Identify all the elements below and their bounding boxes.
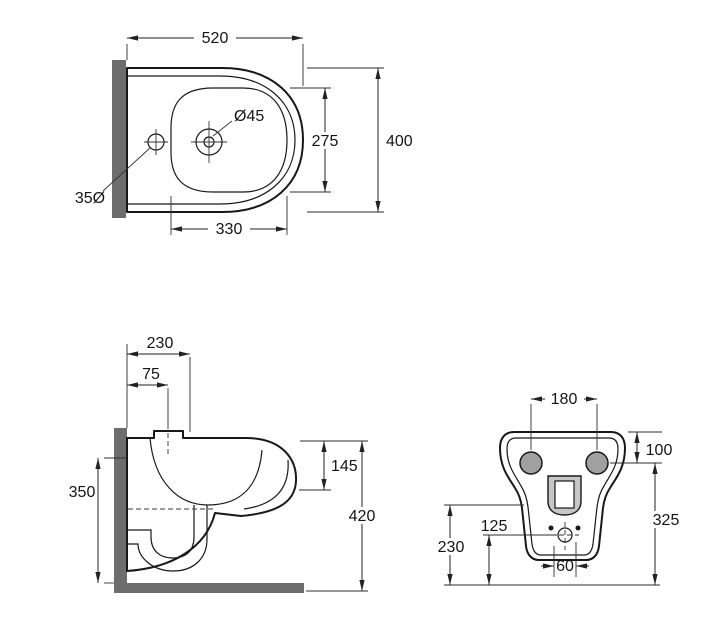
fixing-hole-right: [585, 451, 609, 475]
dim-label-145: 145: [331, 458, 358, 475]
dim-height-350: 350: [69, 457, 127, 584]
dim-total-height-420: 420: [306, 441, 382, 592]
dim-floor-to-fixings-325: 325: [444, 463, 685, 586]
dim-label-275: 275: [312, 133, 339, 150]
dim-floor-to-inlet-125: 125: [478, 518, 557, 585]
dim-label-60: 60: [556, 558, 574, 575]
side-view: 230 75 350 145 420: [69, 335, 382, 593]
wall-section-side: [114, 428, 127, 593]
dim-label-325: 325: [653, 512, 680, 529]
front-inner-line: [243, 459, 289, 510]
fixing-hole-left: [519, 451, 543, 475]
trap-inner-line: [127, 505, 195, 559]
label-background: [194, 29, 236, 46]
dim-label-420: 420: [349, 508, 376, 525]
screw-hole-right: [575, 525, 581, 531]
dim-floor-to-outlet-230: 230: [432, 504, 524, 585]
top-view: Ø45 35Ø 520 400 275 330: [75, 29, 413, 238]
screw-hole-left: [548, 525, 554, 531]
dim-top-to-fixings-100: 100: [610, 431, 678, 464]
trap-outer-line: [127, 505, 208, 572]
label-background: [306, 132, 345, 149]
dim-label-350: 350: [69, 484, 96, 501]
dim-label-520: 520: [202, 30, 229, 47]
dim-depth-230: 230: [126, 335, 191, 432]
floor-section: [114, 583, 304, 593]
bidet-outline-top: [126, 67, 304, 213]
label-background: [478, 518, 511, 533]
dim-label-180: 180: [551, 391, 578, 408]
dim-fixing-centres-180: 180: [530, 390, 598, 450]
label-background: [641, 441, 678, 458]
label-background: [545, 390, 584, 406]
rear-inner-line: [506, 437, 619, 556]
label-background: [648, 511, 685, 528]
label-tap-diameter: Ø45: [234, 108, 264, 125]
dim-tap-offset-75: 75: [127, 366, 169, 429]
dim-label-230-side: 230: [147, 335, 174, 352]
dim-basin-width: 330: [170, 196, 288, 238]
dim-label-100: 100: [646, 442, 673, 459]
dim-label-75: 75: [142, 366, 160, 383]
wall-section-top: [112, 60, 126, 218]
basin-cavity-line: [149, 437, 263, 506]
rear-view: 180 100 325 230 125: [432, 390, 685, 586]
label-background: [343, 507, 382, 524]
basin-outline: [170, 87, 288, 193]
dim-overall-depth: 400: [307, 67, 413, 213]
dim-label-400: 400: [386, 133, 413, 150]
dim-basin-length: 275: [290, 87, 345, 193]
dim-label-125: 125: [481, 518, 508, 535]
dim-overall-width: 520: [126, 29, 304, 86]
dim-inlet-offset-60: 60: [541, 542, 589, 577]
drain-opening: [554, 480, 575, 509]
bidet-outline-side: [126, 430, 298, 572]
dim-rim-drop-145: 145: [299, 440, 368, 491]
label-side-hole-diameter: 35Ø: [75, 190, 105, 207]
tap-leader-line: [212, 120, 233, 137]
label-background: [432, 538, 470, 555]
dim-label-330: 330: [216, 221, 243, 238]
side-hole-leader-line: [102, 147, 151, 192]
label-background: [208, 220, 250, 237]
rim-inner-line: [127, 75, 296, 205]
dim-label-230-rear: 230: [438, 539, 465, 556]
